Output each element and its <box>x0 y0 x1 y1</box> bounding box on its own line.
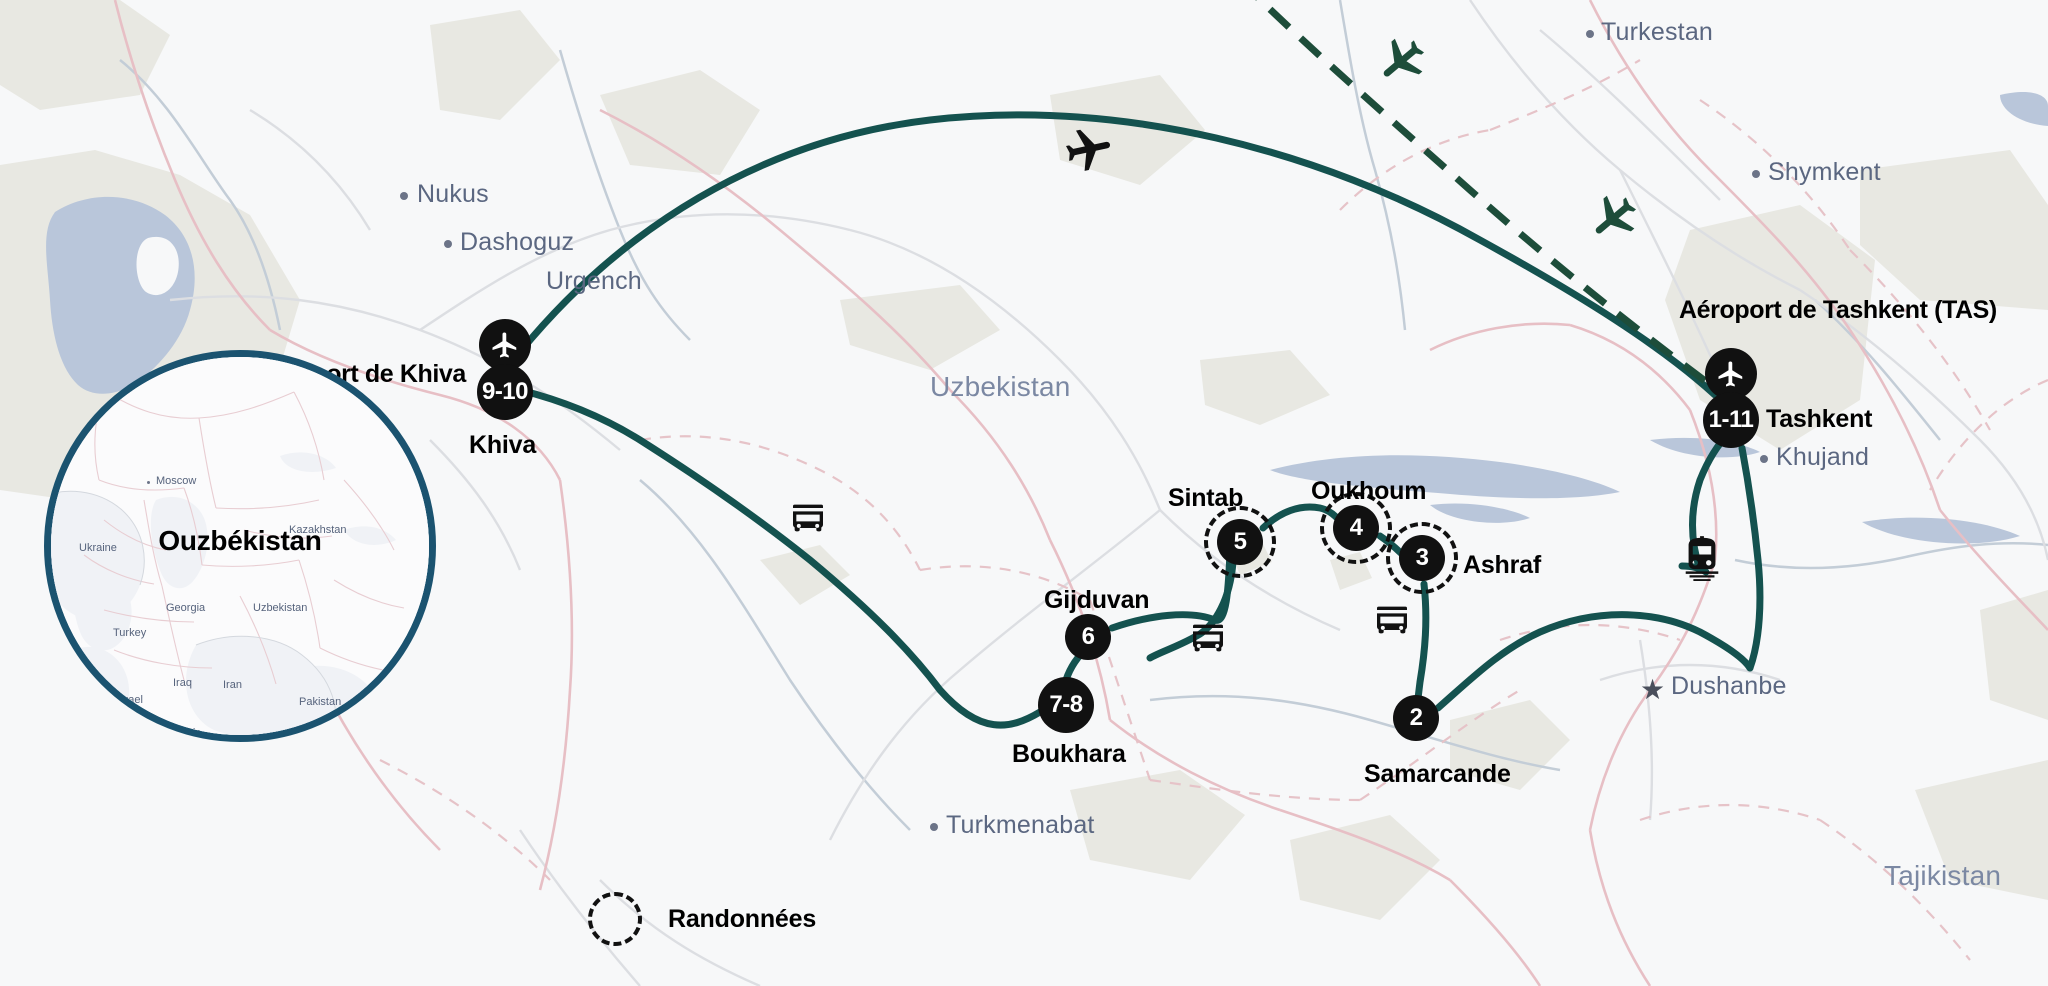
locator-inset-map: Moscow Ukraine Kazakhstan Georgia Turkey… <box>44 350 436 742</box>
location-pin-icon <box>51 357 71 386</box>
airport-marker-khiva[interactable] <box>479 319 531 371</box>
stop-marker-khiva[interactable]: 9-10 <box>477 364 533 420</box>
plane-icon <box>1058 119 1120 181</box>
plane-icon <box>1575 179 1651 255</box>
stop-label-sintab: Sintab <box>1168 484 1244 512</box>
flight-route-international <box>1255 0 1723 395</box>
stop-label-tashkent: Tashkent <box>1766 405 1873 433</box>
stop-marker-boukhara[interactable]: 7-8 <box>1038 677 1094 733</box>
stop-label-ashraf: Ashraf <box>1463 551 1541 579</box>
legend: Randonnées <box>588 892 816 946</box>
water-bodies <box>46 92 2048 544</box>
bus-icon <box>788 498 828 538</box>
stop-badge-samarcande: 2 <box>1409 704 1423 731</box>
stop-label-oukhoum: Oukhoum <box>1311 477 1427 505</box>
city-dot-turkmenabat <box>930 823 938 831</box>
stop-marker-gijduvan[interactable]: 6 <box>1065 614 1111 660</box>
flight-route-khiva-tashkent <box>516 111 1719 399</box>
city-dot-nukus <box>400 192 408 200</box>
stop-badge-sintab: 5 <box>1233 528 1247 555</box>
stop-badge-ashraf: 3 <box>1415 544 1429 571</box>
road-khiva-boukhara <box>516 386 1044 729</box>
plane-icon <box>1718 361 1743 387</box>
city-dot-shymkent <box>1752 170 1760 178</box>
city-dot-khujand <box>1760 455 1768 463</box>
rivers <box>119 0 2048 831</box>
hike-ring-sintab <box>1204 506 1276 578</box>
inset-basemap <box>51 357 429 735</box>
stop-label-gijduvan: Gijduvan <box>1044 586 1150 614</box>
stop-marker-sintab[interactable]: 5 <box>1217 519 1263 565</box>
plane-icon <box>492 332 517 358</box>
stop-marker-ashraf[interactable]: 3 <box>1399 535 1445 581</box>
road-samarcande-east <box>1434 611 1754 712</box>
road-east-tashkent <box>1738 444 1764 672</box>
train-icon <box>1679 535 1725 581</box>
airport-label-tashkent: Aéroport de Tashkent (TAS) <box>1679 296 1997 324</box>
airport-marker-tashkent[interactable] <box>1705 348 1757 400</box>
stop-label-boukhara: Boukhara <box>1012 740 1126 768</box>
hike-ring-ashraf <box>1386 522 1458 594</box>
city-dot-dashoguz <box>444 240 452 248</box>
city-dot-turkestan <box>1586 30 1594 38</box>
legend-label-randonnees: Randonnées <box>668 904 817 933</box>
stop-label-khiva: Khiva <box>469 431 537 459</box>
stop-badge-khiva: 9-10 <box>481 378 529 405</box>
stop-badge-gijduvan: 6 <box>1081 623 1095 650</box>
stop-marker-samarcande[interactable]: 2 <box>1393 695 1439 741</box>
stop-marker-oukhoum[interactable]: 4 <box>1333 505 1379 551</box>
stop-badge-boukhara: 7-8 <box>1049 691 1083 718</box>
capital-star-dushanbe: ★ <box>1640 674 1666 705</box>
stop-badge-tashkent: 1-11 <box>1708 406 1754 433</box>
inset-borders <box>83 389 405 685</box>
roads <box>169 0 2048 986</box>
hike-ring-oukhoum <box>1320 492 1392 564</box>
plane-icon <box>1363 22 1439 98</box>
bus-icon <box>1372 600 1412 640</box>
stop-badge-oukhoum: 4 <box>1349 514 1363 541</box>
inset-title: Ouzbékistan <box>158 525 322 556</box>
inset-dot-moscow <box>147 481 150 484</box>
dashed-circle-icon <box>588 892 642 946</box>
stop-label-samarcande: Samarcande <box>1364 760 1511 788</box>
bus-icon <box>1188 618 1228 658</box>
inset-coastlines <box>51 490 337 735</box>
stop-marker-tashkent[interactable]: 1-11 <box>1703 392 1759 448</box>
